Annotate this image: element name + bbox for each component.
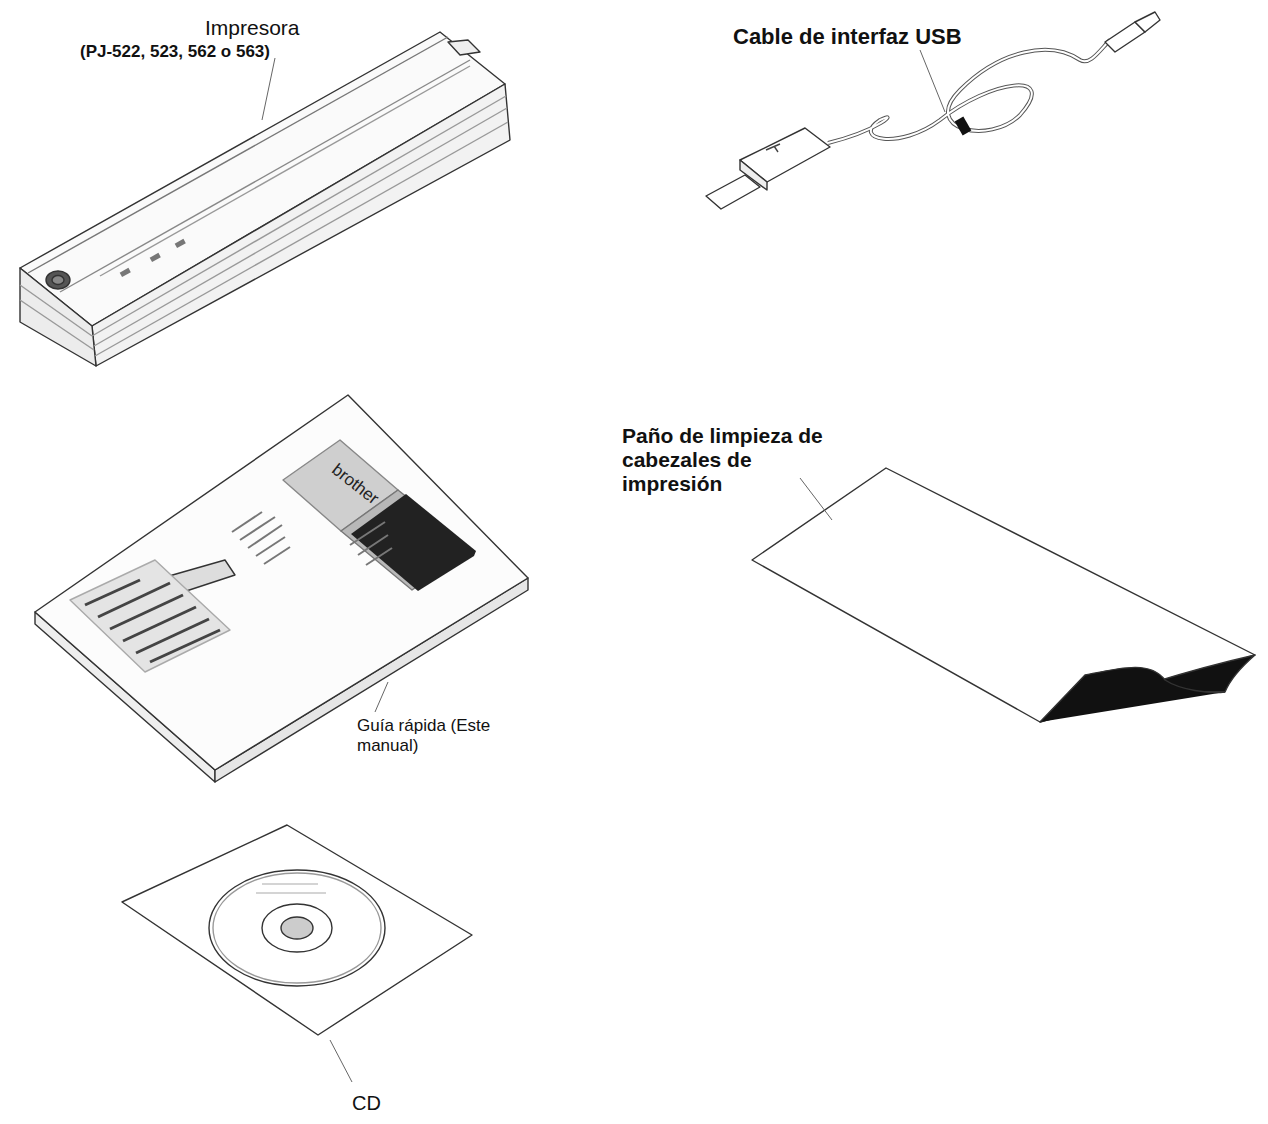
part-name: Cable de interfaz USB [733,24,962,49]
part-name: Impresora [205,16,300,40]
printer-illustration [20,32,510,366]
usb-cable-illustration [706,12,1160,209]
model-numbers: (PJ-522, 523, 562 o 563) [80,42,270,62]
cd-illustration [122,825,472,1082]
part-name: CD [352,1092,381,1115]
cleaning-cloth-illustration [752,468,1255,722]
manual-illustration [35,395,528,782]
part-name: Guía rápida (Este manual) [357,716,507,755]
part-name: Paño de limpieza de cabezales de impresi… [622,424,837,496]
